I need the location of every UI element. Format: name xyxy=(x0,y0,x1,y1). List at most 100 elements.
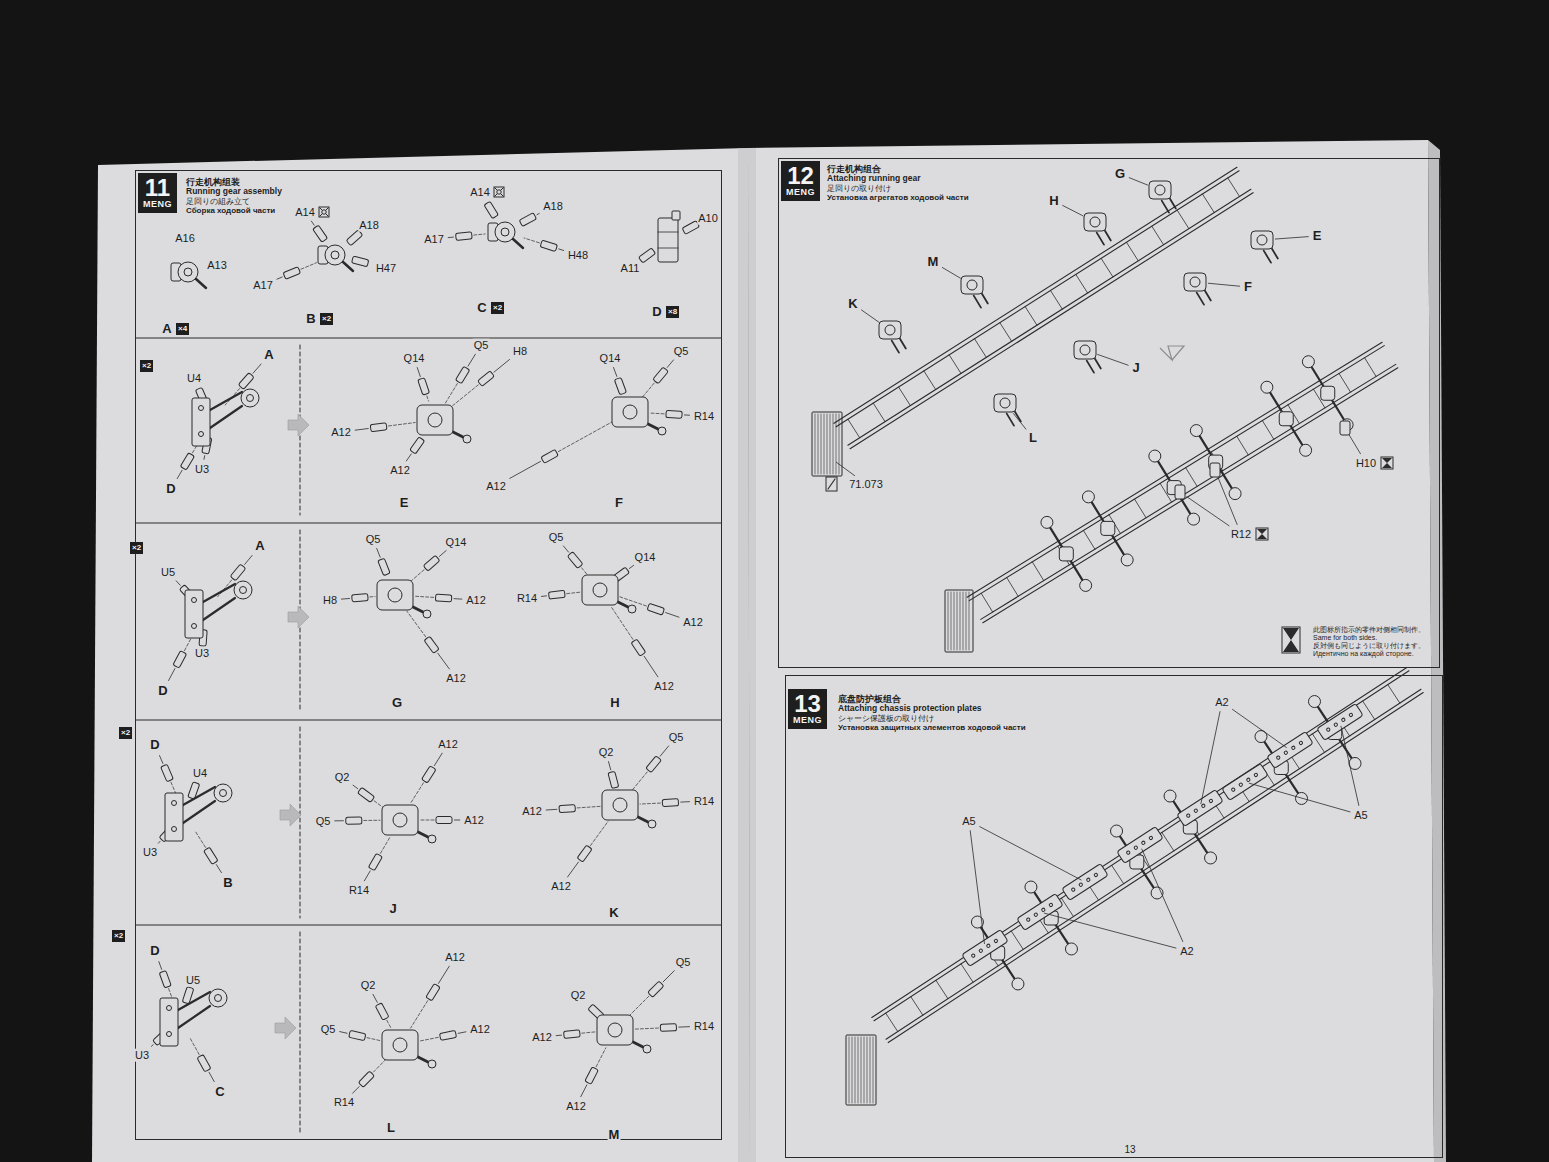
wheel-hub xyxy=(1111,825,1123,837)
part-number: U4 xyxy=(192,767,208,780)
guide-line xyxy=(427,396,429,401)
small-part xyxy=(653,367,669,384)
sub-assembly xyxy=(318,245,353,271)
leader-line xyxy=(1044,913,1177,948)
assembly-letter: A xyxy=(254,539,265,554)
part-number: Q14 xyxy=(445,536,468,549)
differential-housing xyxy=(382,805,418,835)
wheel-hub xyxy=(1121,554,1133,566)
bracket-lug xyxy=(672,211,680,220)
housing-cover xyxy=(593,583,607,597)
quantity-text: ×2 xyxy=(142,362,151,370)
sub-assembly xyxy=(417,405,471,443)
label-slot: D xyxy=(149,738,160,753)
bracket-part xyxy=(1175,485,1185,499)
protection-plate xyxy=(1317,704,1363,741)
plate-hole xyxy=(1141,841,1145,845)
frame-rail xyxy=(872,667,1407,1017)
part-number: U5 xyxy=(185,974,201,987)
label-slot: A xyxy=(263,348,274,363)
wheel-hub xyxy=(214,784,232,802)
label-slot: B xyxy=(305,312,316,327)
cross-member xyxy=(975,339,987,358)
chassis-frame xyxy=(967,342,1398,623)
guide-line xyxy=(635,1028,658,1029)
axle-assembly xyxy=(961,276,983,294)
assembly-letter: F xyxy=(1243,280,1253,295)
label-slot: A10 xyxy=(697,212,719,225)
frame-rail xyxy=(874,671,1409,1021)
sub-assembly xyxy=(165,784,232,841)
part-number: A5 xyxy=(1353,809,1368,822)
cross-member xyxy=(1202,194,1214,213)
leader-line xyxy=(1129,178,1148,186)
step-title: Установка защитных элементов ходовой час… xyxy=(838,723,1026,732)
label-slot: Q5 xyxy=(365,533,382,546)
title-block: 底盘防护板组合Attaching chassis protection plat… xyxy=(838,694,1026,732)
bolt xyxy=(192,624,197,629)
leader-line xyxy=(537,213,540,215)
suspension-bracket xyxy=(165,793,183,841)
label-slot: A12 xyxy=(550,880,572,893)
small-part xyxy=(647,603,664,615)
protection-plate xyxy=(1222,764,1268,801)
icon-dot xyxy=(322,210,326,214)
step-number: MENG xyxy=(786,188,815,198)
part-number: A5 xyxy=(961,815,976,828)
axle xyxy=(1088,497,1127,560)
housing-cover xyxy=(428,413,442,427)
small-part xyxy=(204,847,218,864)
small-part xyxy=(540,240,557,251)
guide-line xyxy=(582,1032,595,1033)
leader-line xyxy=(667,360,674,368)
label-slot: A12 xyxy=(437,738,459,751)
bolt xyxy=(199,432,204,437)
plate-outline xyxy=(1117,827,1163,864)
label-slot: A12 xyxy=(389,464,411,477)
part-number: A2 xyxy=(1179,945,1194,958)
chassis-frame xyxy=(834,167,1253,448)
label-slot: A12 xyxy=(469,1023,491,1036)
housing-cover xyxy=(623,405,637,419)
shaft-flange xyxy=(423,610,431,618)
part-number: A12 xyxy=(463,814,485,827)
row-separator xyxy=(136,523,721,524)
part-number: A12 xyxy=(330,426,352,439)
assembly-letter: L xyxy=(386,1121,396,1136)
leader-line xyxy=(1349,435,1361,454)
label-slot: Q2 xyxy=(598,746,615,759)
step-panel: 行走机构组合Attaching running gear足回りの取り付けУста… xyxy=(778,158,1440,668)
quantity-badge: ×2 xyxy=(320,313,333,325)
guide-line xyxy=(367,1038,380,1041)
differential-housing xyxy=(597,1015,633,1045)
wishbone-arm xyxy=(210,406,242,428)
label-slot: A16 xyxy=(174,232,196,245)
small-part xyxy=(648,981,664,997)
guide-line xyxy=(420,820,434,821)
part-number: A18 xyxy=(358,219,380,232)
leader-line xyxy=(861,310,879,323)
stub-shaft xyxy=(196,279,206,288)
small-part xyxy=(639,248,656,263)
small-part xyxy=(614,377,626,394)
guide-line xyxy=(196,832,206,847)
guide-line xyxy=(582,568,588,575)
shaft-flange xyxy=(428,835,436,843)
part-number: A14 xyxy=(469,186,491,199)
axle xyxy=(1155,456,1194,519)
label-slot: A13 xyxy=(206,259,228,272)
quantity-badge: ×4 xyxy=(176,323,189,335)
part-number: A12 xyxy=(389,464,411,477)
hub-cap xyxy=(331,251,339,259)
leader-line xyxy=(458,1032,466,1034)
guide-line xyxy=(373,1059,386,1072)
part-number: U3 xyxy=(142,846,158,859)
label-slot: R14 xyxy=(516,592,538,605)
label-slot: A14 xyxy=(294,206,316,219)
part-number: A12 xyxy=(485,480,507,493)
label-slot: A12 xyxy=(445,672,467,685)
grille-slat xyxy=(870,1037,871,1103)
leader-line xyxy=(1218,477,1237,524)
left-page xyxy=(92,148,750,1162)
